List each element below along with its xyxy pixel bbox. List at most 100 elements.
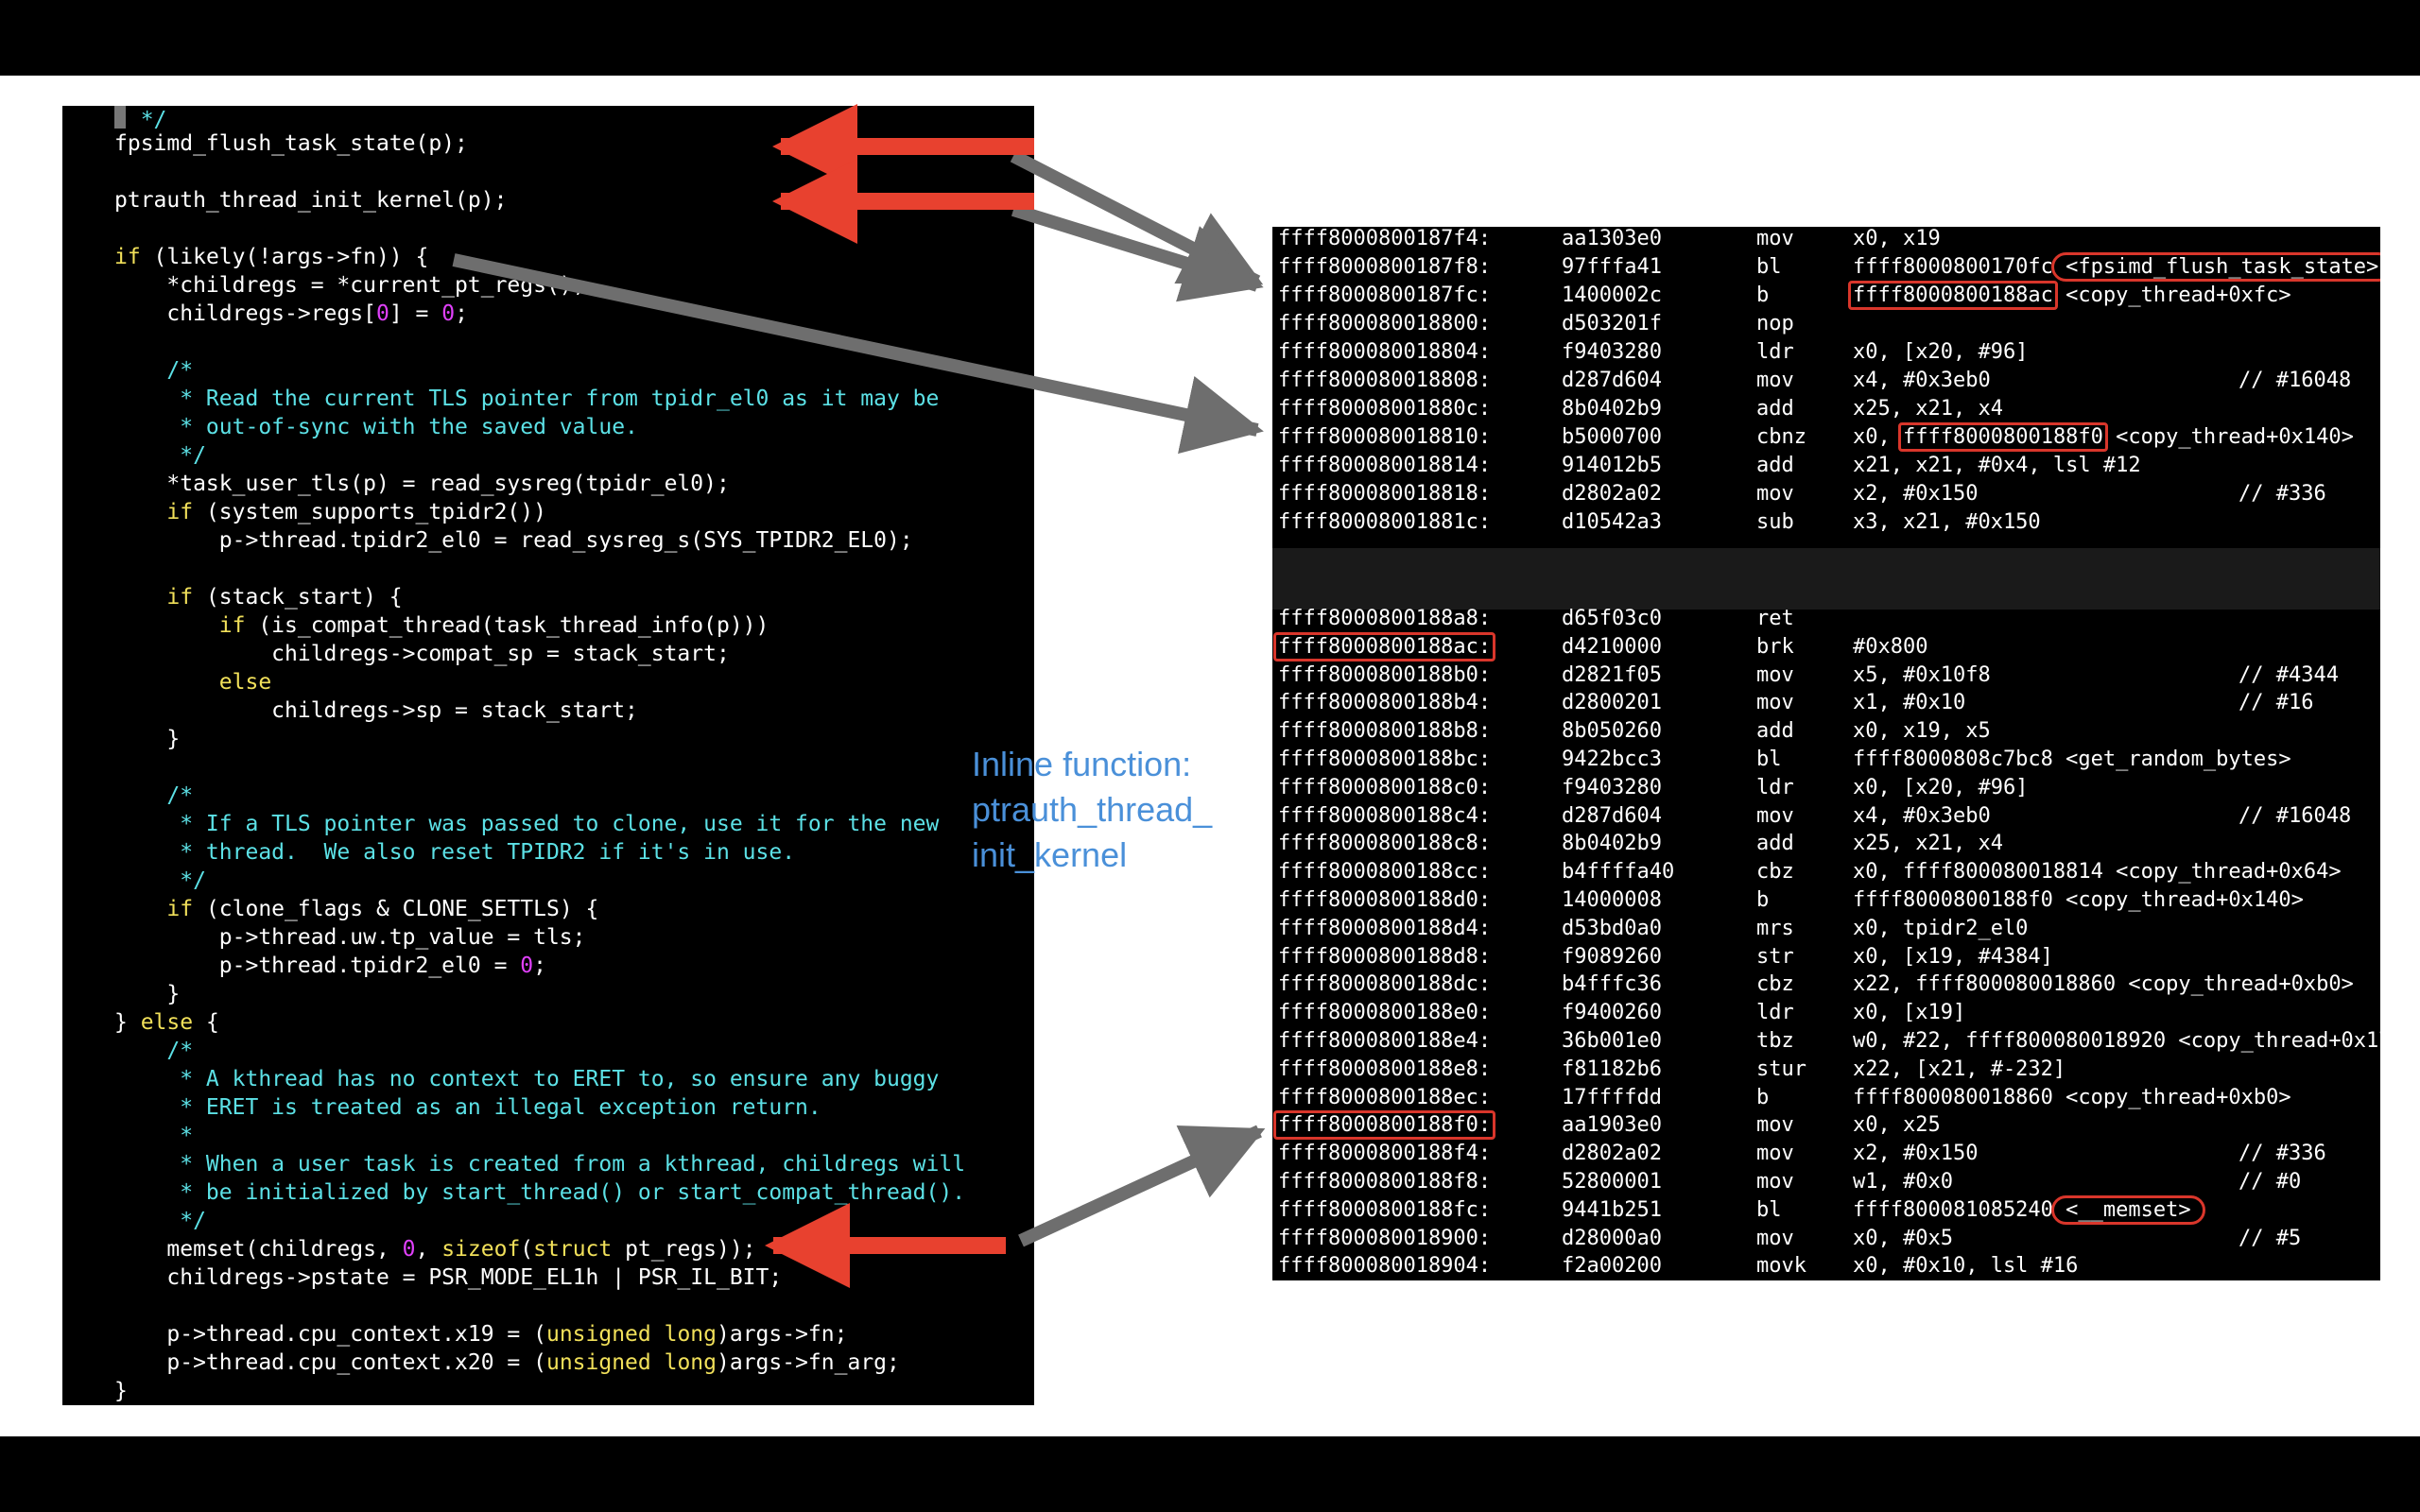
disasm-opcode-hex: f9089260 [1562, 943, 1662, 971]
disasm-mnemonic: mov [1756, 689, 1794, 717]
disasm-address: ffff8000800188ac: [1273, 631, 1496, 662]
disasm-opcode-hex: aa1303e0 [1562, 227, 1662, 253]
disasm-mnemonic: mov [1756, 1225, 1794, 1253]
source-line: fpsimd_flush_task_state(p); [114, 129, 468, 158]
disasm-address-text: ffff8000800188c8: [1278, 832, 1492, 856]
source-line: */ [114, 106, 167, 134]
code-token: childregs->pstate = PSR_MODE_EL1h | PSR_… [114, 1265, 783, 1290]
disasm-address-text: ffff800080018900: [1278, 1226, 1492, 1250]
source-line: *task_user_tls(p) = read_sysreg(tpidr_el… [114, 470, 729, 498]
disasm-address-text: ffff8000800188f4: [1278, 1142, 1492, 1166]
disasm-mnemonic-text: cbz [1756, 972, 1794, 997]
code-token: p->thread.cpu_context.x20 = ( [114, 1350, 546, 1375]
disasm-comment-text: // #5 [2238, 1226, 2302, 1250]
disasm-mnemonic-text: mov [1756, 1226, 1794, 1250]
disasm-address: ffff8000800188d0: [1278, 886, 1491, 915]
disasm-address: ffff800080018800: [1278, 310, 1491, 338]
disasm-operands: x0, x19, x5 [1853, 717, 2003, 746]
disasm-mnemonic-text: cbz [1756, 860, 1794, 885]
disasm-opcode-hex-text: 14000008 [1562, 888, 1662, 912]
symbol-label: <copy_thread+0xfc> [2066, 284, 2291, 307]
disasm-mnemonic: mov [1756, 802, 1794, 831]
disasm-operands: x5, #0x10f8 [1853, 662, 2003, 690]
disasm-mnemonic: ret [1756, 605, 1794, 633]
disasm-opcode-hex: 52800001 [1562, 1168, 1662, 1196]
code-token: */ [114, 1209, 206, 1233]
text-cursor [114, 106, 126, 129]
disasm-operands: x0, #0x5 [1853, 1225, 1965, 1253]
disasm-opcode-hex-text: f9403280 [1562, 775, 1662, 799]
disasm-address: ffff8000800188f0: [1273, 1110, 1496, 1141]
disasm-opcode-hex: aa1903e0 [1562, 1111, 1662, 1140]
disasm-comment: // #16048 [2238, 367, 2351, 395]
disasm-opcode-hex: b4ffffa40 [1562, 858, 1674, 886]
disasm-mnemonic: add [1756, 717, 1794, 746]
disasm-mnemonic: add [1756, 830, 1794, 858]
source-line: */ [114, 867, 206, 895]
disasm-mnemonic: mov [1756, 227, 1794, 253]
disasm-mnemonic-text: mov [1756, 691, 1794, 715]
disasm-address-text: ffff80008001880c: [1278, 397, 1492, 421]
source-line: p->thread.tpidr2_el0 = 0; [114, 952, 546, 980]
code-token: * ERET is treated as an illegal exceptio… [114, 1095, 821, 1120]
disasm-address: ffff8000800188ec: [1278, 1084, 1491, 1112]
code-token: childregs->compat_sp = stack_start; [114, 642, 730, 666]
source-line: */ [114, 441, 206, 470]
symbol-label: <fpsimd_flush_task_state> [2051, 252, 2380, 282]
disasm-comment-text: // #4344 [2238, 662, 2339, 687]
operand: x4, #0x3eb0 [1853, 369, 1991, 392]
disasm-address-text: ffff8000800188f0: [1273, 1110, 1496, 1141]
disasm-opcode-hex-text: b5000700 [1562, 425, 1662, 449]
disasm-comment: // #336 [2238, 1140, 2326, 1168]
operand: x25, x21, x4 [1853, 832, 2003, 856]
disasm-address-text: ffff8000800188fc: [1278, 1197, 1492, 1222]
disasm-opcode-hex-text: d4210000 [1562, 634, 1662, 659]
disasm-operands: x21, x21, #0x4, lsl #12 [1853, 452, 2153, 480]
disasm-address: ffff8000800188b8: [1278, 717, 1491, 746]
code-token: * be initialized by start_thread() or st… [114, 1180, 966, 1205]
disasm-address: ffff800080018808: [1278, 367, 1491, 395]
disasm-comment: // #4344 [2238, 662, 2339, 690]
disasm-address-text: ffff800080018818: [1278, 482, 1492, 506]
operand: x22, [x21, #-232] [1853, 1057, 2066, 1081]
disasm-address: ffff800080018900: [1278, 1225, 1491, 1253]
disasm-address-text: ffff8000800188bc: [1278, 747, 1492, 771]
disasm-address-text: ffff800080018804: [1278, 340, 1492, 364]
source-line: * A kthread has no context to ERET to, s… [114, 1065, 939, 1093]
disasm-address: ffff8000800188b4: [1278, 689, 1491, 717]
operand: #0x800 [1853, 634, 1928, 659]
code-token: if [166, 585, 194, 610]
code-token: */ [114, 443, 206, 468]
disasm-mnemonic: nop [1756, 310, 1794, 338]
disasm-opcode-hex: d4210000 [1562, 633, 1662, 662]
disasm-mnemonic-text: movk [1756, 1254, 1806, 1279]
disasm-mnemonic-text: b [1756, 1085, 1770, 1109]
source-line: /* [114, 1037, 193, 1065]
disasm-mnemonic: sub [1756, 508, 1794, 537]
disasm-mnemonic-text: bl [1756, 1197, 1782, 1222]
code-token: ; [533, 954, 546, 978]
disasm-opcode-hex-text: d28000a0 [1562, 1226, 1662, 1250]
operand: ffff8000800170fc [1853, 255, 2053, 279]
code-token: /* [114, 783, 194, 808]
disasm-address: ffff8000800188fc: [1278, 1196, 1491, 1225]
disasm-mnemonic-text: mov [1756, 1142, 1794, 1166]
disasm-mnemonic: add [1756, 452, 1794, 480]
code-token: 0 [402, 1237, 416, 1262]
disasm-operands: ffff8000808c7bc8 <get_random_bytes> [1853, 746, 2304, 774]
disasm-opcode-hex-text: f81182b6 [1562, 1057, 1662, 1081]
disasm-comment-text: // #0 [2238, 1170, 2302, 1194]
disasm-operands: x0, x25 [1853, 1111, 1953, 1140]
disasm-address: ffff8000800188e8: [1278, 1056, 1491, 1084]
